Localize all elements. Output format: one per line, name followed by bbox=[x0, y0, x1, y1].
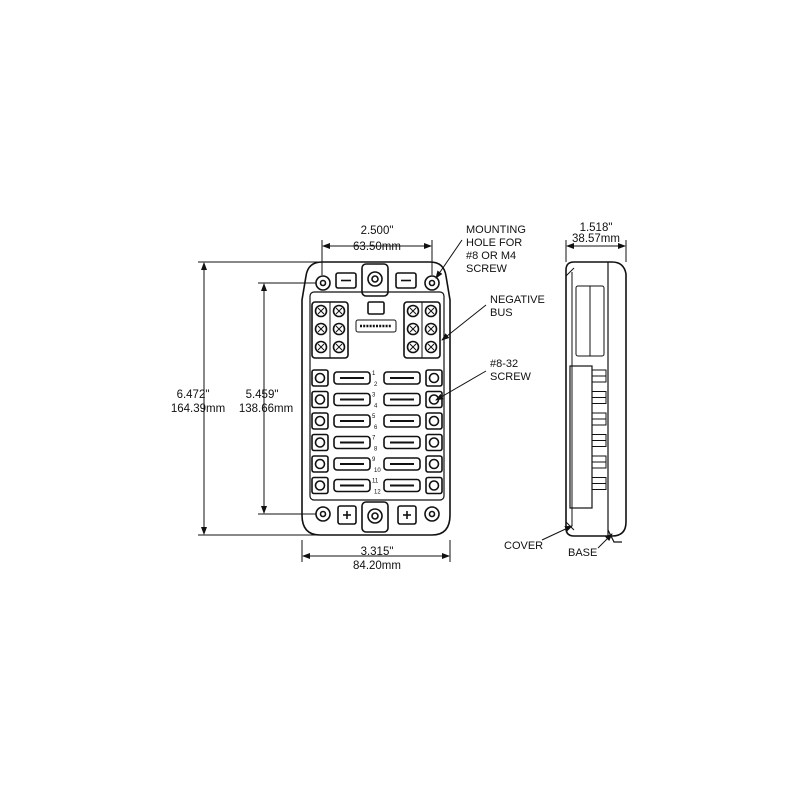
callout-screw: #8-32 SCREW bbox=[490, 358, 532, 383]
callout-negative-bus: NEGATIVE BUS bbox=[490, 294, 545, 319]
bus-screw bbox=[406, 340, 420, 354]
negative-bus-right bbox=[403, 301, 441, 359]
fuse-number: 3 bbox=[372, 393, 376, 399]
fuse-number: 4 bbox=[374, 404, 378, 410]
front-body-outline bbox=[301, 261, 451, 536]
bus-screw bbox=[406, 304, 420, 318]
dim-mount-spacing-mm: 63.50mm bbox=[353, 241, 401, 253]
leader-screw bbox=[435, 370, 487, 401]
fuse-number: 5 bbox=[372, 414, 376, 420]
terminal-screw-left bbox=[311, 390, 329, 409]
terminal-screw-left bbox=[311, 476, 329, 495]
svg-text:SCREW: SCREW bbox=[466, 263, 508, 275]
fuse-number: 2 bbox=[374, 382, 378, 388]
fuse-holder bbox=[383, 435, 421, 450]
top-center-post bbox=[361, 263, 389, 297]
bottom-left-mount-hole bbox=[315, 506, 331, 522]
fuse-number: 11 bbox=[372, 479, 379, 485]
leader-base bbox=[597, 533, 613, 549]
fuse-holder bbox=[383, 457, 421, 471]
fuse-number: 8 bbox=[374, 447, 378, 453]
front-dimensions bbox=[198, 239, 487, 562]
svg-text:NEGATIVE: NEGATIVE bbox=[490, 294, 545, 306]
terminal-screw-right bbox=[425, 369, 443, 387]
bus-screw bbox=[332, 340, 346, 354]
terminal-screw-left bbox=[311, 455, 329, 473]
svg-text:MOUNTING: MOUNTING bbox=[466, 224, 526, 236]
side-body-outline bbox=[565, 261, 627, 537]
bus-screw bbox=[332, 304, 346, 318]
terminal-screw-left bbox=[311, 412, 329, 430]
leader-mounting-hole bbox=[435, 239, 463, 279]
top-left-mount-hole bbox=[315, 275, 331, 291]
fuse-rows bbox=[311, 369, 443, 495]
svg-text:#8 OR M4: #8 OR M4 bbox=[466, 250, 516, 262]
leader-negative-bus bbox=[441, 304, 487, 341]
side-view bbox=[565, 261, 627, 543]
bottom-center-post bbox=[361, 501, 389, 533]
top-right-mount-hole bbox=[424, 275, 440, 291]
fuse-holder bbox=[383, 371, 421, 385]
bus-screw bbox=[314, 340, 328, 354]
inner-panel bbox=[309, 291, 445, 501]
dim-width-in: 3.315" bbox=[361, 546, 394, 558]
fuse-holder bbox=[383, 392, 421, 407]
fuse-number: 1 bbox=[372, 371, 376, 377]
terminal-screw-right bbox=[425, 390, 443, 409]
dim-depth-mm: 38.57mm bbox=[572, 233, 620, 245]
side-fuse-region bbox=[569, 365, 593, 509]
negative-bus-left bbox=[311, 301, 349, 359]
bus-screw bbox=[332, 322, 346, 336]
svg-text:#8-32: #8-32 bbox=[490, 358, 518, 370]
fuse-holder bbox=[383, 478, 421, 493]
dim-mount-spacing-in: 2.500" bbox=[361, 225, 394, 237]
bus-screw bbox=[424, 340, 438, 354]
dim-depth-in: 1.518" bbox=[580, 222, 613, 234]
dim-overall-height-in: 6.472" bbox=[177, 389, 210, 401]
fuse-holder bbox=[333, 478, 371, 493]
bus-screw bbox=[406, 322, 420, 336]
fuse-number: 12 bbox=[374, 490, 381, 496]
dim-width-mm: 84.20mm bbox=[353, 560, 401, 572]
fuse-holder bbox=[333, 457, 371, 471]
callout-cover: COVER bbox=[504, 540, 543, 552]
fuse-holder bbox=[333, 414, 371, 428]
fuse-number: 7 bbox=[372, 436, 376, 442]
bus-screw bbox=[424, 304, 438, 318]
dim-hole-height-mm: 138.66mm bbox=[239, 403, 293, 415]
svg-text:BUS: BUS bbox=[490, 307, 513, 319]
terminal-screw-right bbox=[425, 433, 443, 452]
terminal-screw-right bbox=[425, 455, 443, 473]
leader-cover bbox=[541, 525, 573, 541]
bus-screw bbox=[424, 322, 438, 336]
front-view bbox=[301, 261, 451, 536]
fuse-number: 10 bbox=[374, 468, 381, 474]
terminal-screw-right bbox=[425, 412, 443, 430]
callout-base: BASE bbox=[568, 547, 597, 559]
svg-text:SCREW: SCREW bbox=[490, 371, 532, 383]
fuse-holder bbox=[333, 435, 371, 450]
positive-terminal-right bbox=[397, 505, 417, 525]
brand-logo bbox=[355, 319, 397, 333]
positive-terminal-left bbox=[337, 505, 357, 525]
fuse-number: 9 bbox=[372, 457, 376, 463]
fuse-holder bbox=[333, 392, 371, 407]
terminal-screw-right bbox=[425, 476, 443, 495]
fuse-number: 6 bbox=[374, 425, 378, 431]
terminal-screw-left bbox=[311, 369, 329, 387]
terminal-screw-left bbox=[311, 433, 329, 452]
fuse-holder bbox=[333, 371, 371, 385]
bus-screw bbox=[314, 304, 328, 318]
bottom-right-mount-hole bbox=[424, 506, 440, 522]
svg-text:HOLE FOR: HOLE FOR bbox=[466, 237, 522, 249]
callout-mounting-hole: MOUNTING HOLE FOR #8 OR M4 SCREW bbox=[466, 224, 526, 275]
bus-screw bbox=[314, 322, 328, 336]
dim-overall-height-mm: 164.39mm bbox=[171, 403, 225, 415]
dim-hole-height-in: 5.459" bbox=[246, 389, 279, 401]
side-dimensions bbox=[541, 240, 627, 549]
fuse-holder bbox=[383, 414, 421, 428]
